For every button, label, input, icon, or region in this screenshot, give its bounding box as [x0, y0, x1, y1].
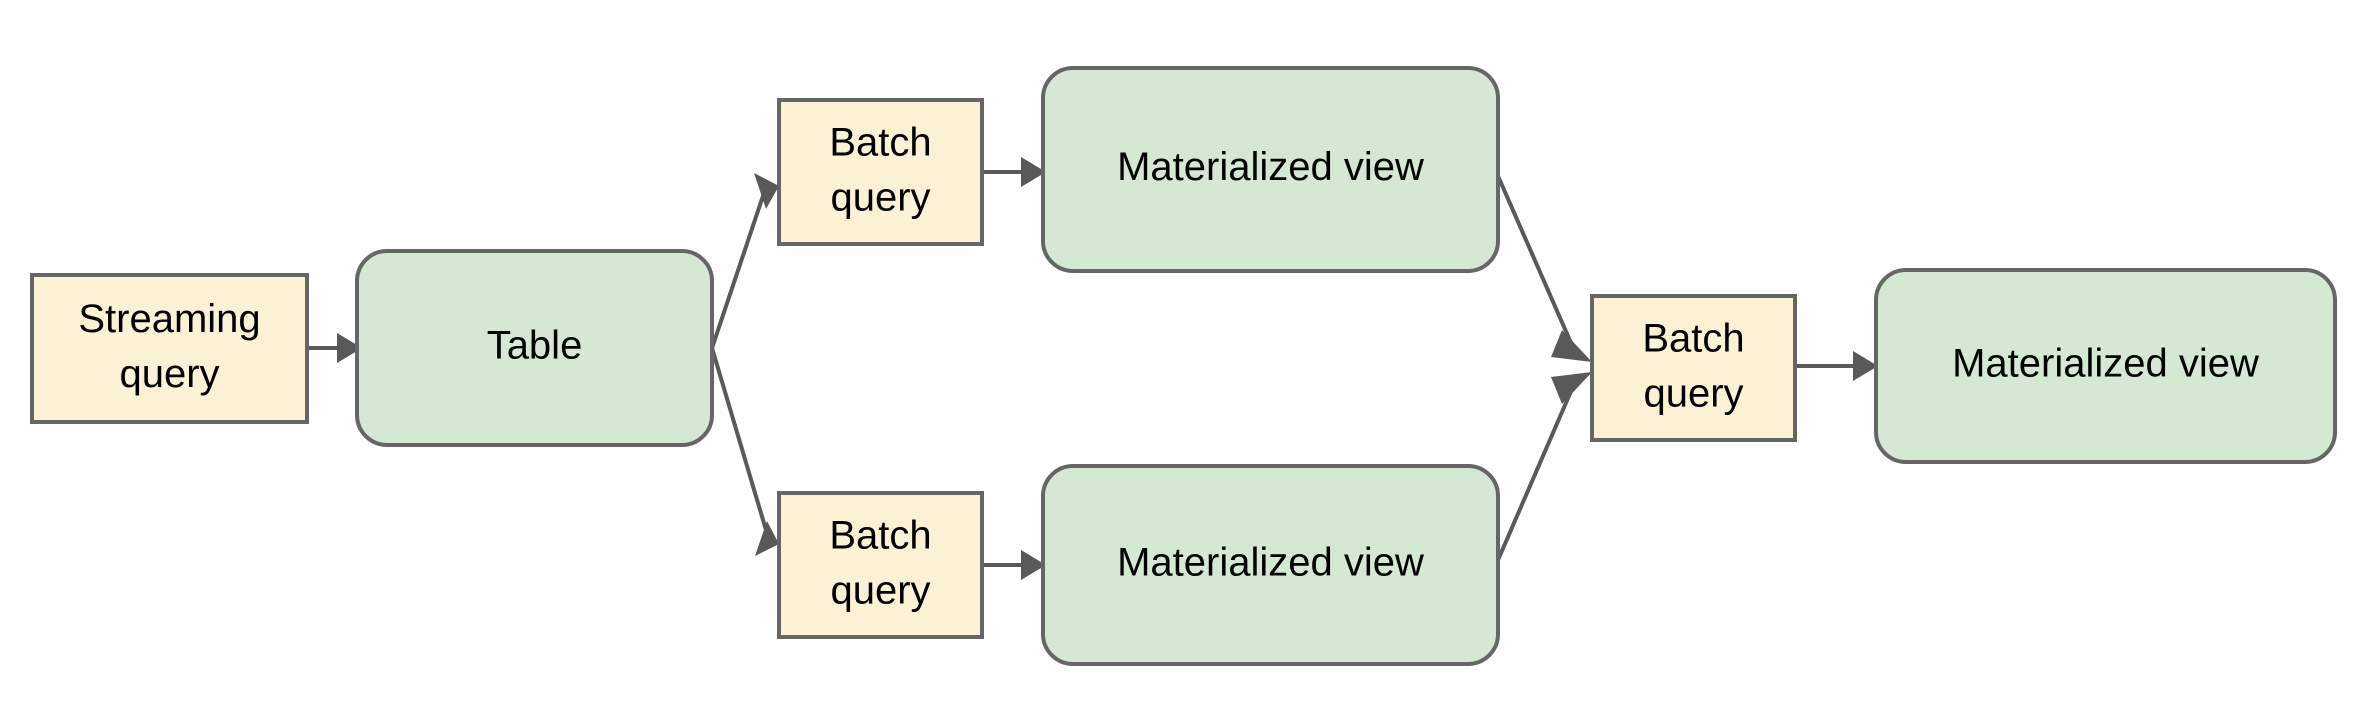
node-shape-rounded-rectangle[interactable]	[1874, 268, 2337, 464]
edge-batch-query-bottom-to-materialized-view-bottom	[982, 550, 1046, 580]
node-materialized-view-bottom[interactable]: Materialized view	[1041, 464, 1500, 666]
edge-table-to-batch-query-bottom	[710, 347, 779, 556]
node-shape-rounded-rectangle[interactable]	[1041, 464, 1500, 666]
edge-batch-query-join-to-materialized-view-final	[1795, 351, 1878, 381]
node-label-line2: query	[1643, 372, 1743, 416]
node-label: Materialized view	[1117, 541, 1424, 585]
node-label-line2: query	[119, 352, 219, 396]
node-materialized-view-top[interactable]: Materialized view	[1041, 66, 1500, 273]
node-materialized-view-final[interactable]: Materialized view	[1874, 268, 2337, 464]
node-label: Table	[487, 324, 583, 368]
node-label-line2: query	[830, 569, 930, 613]
edge-line	[710, 192, 766, 349]
node-shape-rectangle[interactable]	[1590, 294, 1797, 442]
arrowhead-icon	[755, 521, 779, 556]
node-shape-rectangle[interactable]	[30, 273, 309, 424]
edge-line	[1496, 175, 1577, 353]
edge-layer	[307, 157, 1878, 580]
node-streaming-query[interactable]: Streaming query	[30, 273, 309, 424]
node-batch-query-join[interactable]: Batch query	[1590, 294, 1797, 442]
node-table[interactable]: Table	[355, 249, 714, 447]
edge-line	[1496, 381, 1577, 561]
arrowhead-icon	[1021, 157, 1046, 187]
node-label: Batch	[1642, 317, 1744, 361]
node-label: Materialized view	[1117, 145, 1424, 189]
arrowhead-icon	[754, 173, 779, 209]
arrowhead-icon	[1021, 550, 1046, 580]
edge-materialized-view-bottom-to-batch-query-join	[1496, 372, 1592, 561]
node-shape-rounded-rectangle[interactable]	[1041, 66, 1500, 273]
node-label: Streaming	[78, 297, 260, 341]
node-label: Materialized view	[1952, 342, 2259, 386]
edge-table-to-batch-query-top	[710, 173, 779, 349]
arrowhead-icon	[337, 333, 362, 363]
node-label: Batch	[829, 121, 931, 165]
edge-streaming-query-to-table	[307, 333, 362, 363]
edge-batch-query-top-to-materialized-view-top	[982, 157, 1046, 187]
node-batch-query-top[interactable]: Batch query	[777, 98, 984, 246]
edge-line	[710, 347, 768, 531]
node-layer: StreamingqueryTableBatchqueryMaterialize…	[30, 66, 2337, 666]
node-batch-query-bottom[interactable]: Batch query	[777, 491, 984, 639]
edge-materialized-view-top-to-batch-query-join	[1496, 175, 1592, 362]
arrowhead-icon	[1551, 372, 1592, 404]
node-shape-rectangle[interactable]	[777, 491, 984, 639]
node-label-line2: query	[830, 176, 930, 220]
node-label: Batch	[829, 514, 931, 558]
node-shape-rounded-rectangle[interactable]	[355, 249, 714, 447]
arrowhead-icon	[1551, 330, 1592, 362]
arrowhead-icon	[1853, 351, 1878, 381]
node-shape-rectangle[interactable]	[777, 98, 984, 246]
